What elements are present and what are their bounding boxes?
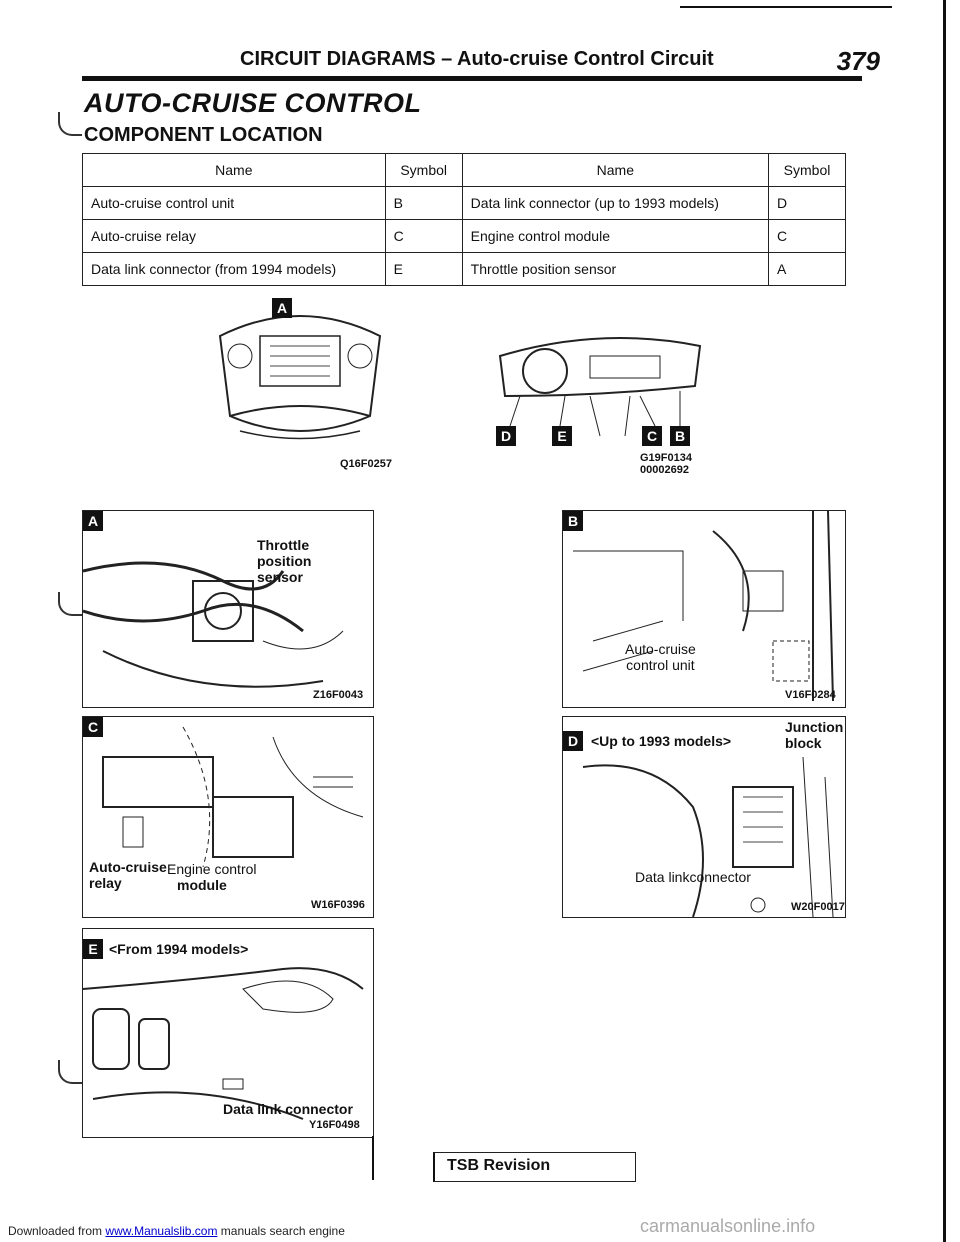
table-cell: C [768,219,846,253]
dashboard-drawing [498,337,702,437]
label-line: Auto-cruise [89,859,167,875]
figure-a-throttle-position-sensor: A Throttle position sensor Z16F0043 [82,510,374,708]
label-line: block [785,735,822,751]
from-1994-models-title: <From 1994 models> [109,941,249,957]
table-header: Symbol [384,153,463,187]
margin-mark-icon [58,592,82,616]
figure-c-relay-and-ecm: C Auto-cruise relay Engine control modul… [82,716,374,918]
footer: Downloaded from www.Manualslib.com manua… [8,1224,345,1238]
subsection-title: COMPONENT LOCATION [84,124,323,146]
auto-cruise-control-unit-label: Auto-cruise control unit [625,641,696,673]
table-header: Name [82,153,386,187]
table-cell: Engine control module [461,219,770,253]
badge-b: B [670,426,690,446]
table-row: Data link connector (from 1994 models) E… [82,252,846,286]
label-line: Throttle [257,537,310,553]
up-to-1993-models-title: <Up to 1993 models> [591,733,732,749]
badge-c: C [642,426,662,446]
badge-e: E [552,426,572,446]
table-cell: A [768,252,846,286]
figure-e-data-link-connector-from-1994: E <From 1994 models> Data link connector… [82,928,374,1138]
header-rule [82,76,862,81]
tsb-revision-label: TSB Revision [447,1157,551,1174]
table-header-row: Name Symbol Name Symbol [82,153,846,187]
figure-d-data-link-connector-up-to-1993: D <Up to 1993 models> Junction block Dat… [562,716,846,918]
section-title: AUTO-CRUISE CONTROL [84,88,422,118]
footer-suffix: manuals search engine [220,1224,345,1238]
label-line: position [257,553,312,569]
table-cell: Auto-cruise relay [82,219,386,253]
figure-code: W16F0396 [311,899,365,911]
figure-e-drawing [83,967,364,1120]
table-cell: Data link connector (from 1994 models) [82,252,386,286]
figure-code: G19F0134 [640,452,692,464]
figure-a-drawing [83,561,344,688]
tsb-divider [372,1136,374,1180]
figure-badge: A [83,511,103,531]
badge-d: D [496,426,516,446]
engine-bay-illustration: A Q16F0257 [200,296,400,476]
table-row: Auto-cruise control unit B Data link con… [82,186,846,220]
header-title: CIRCUIT DIAGRAMS – Auto-cruise Control C… [240,48,714,70]
dashboard-illustration: D E C B G19F0134 00002692 [490,326,710,486]
figure-c-drawing [102,726,364,868]
data-link-connector-label: Data linkconnector [635,869,751,885]
figure-badge: C [83,717,103,737]
table-header: Symbol [768,153,846,187]
table-cell: C [384,219,463,253]
table-cell: E [384,252,463,286]
label-line: sensor [257,569,303,585]
figure-b-drawing [573,511,834,702]
page-number: 379 [836,46,880,76]
table-cell: Throttle position sensor [461,252,770,286]
engine-control-module-label: Engine control module [167,861,257,893]
watermark: carmanualsonline.info [640,1216,816,1236]
table-cell: Data link connector (up to 1993 models) [461,186,770,220]
table-cell: D [768,186,846,220]
tsb-revision-box: TSB Revision [433,1152,636,1182]
footer-prefix: Downloaded from [8,1224,103,1238]
figure-d-drawing [582,756,834,917]
margin-mark-icon [58,1060,82,1084]
engine-bay-drawing [218,315,382,440]
figure-code: V16F0284 [785,689,836,701]
table-cell: Auto-cruise control unit [82,186,386,220]
label-line: control unit [626,657,695,673]
table-row: Auto-cruise relay C Engine control modul… [82,219,846,253]
figure-b-auto-cruise-control-unit: B Auto-cruise control unit V16F0284 [562,510,846,708]
label-line: module [177,877,227,893]
label-line: Auto-cruise [625,641,696,657]
label-line: relay [89,875,122,891]
figure-badge: B [563,511,583,531]
margin-mark-icon [58,112,82,136]
figure-code: Z16F0043 [313,689,364,701]
table-cell: B [384,186,463,220]
figure-code: 00002692 [640,464,689,476]
figure-badge: E [83,939,103,959]
auto-cruise-relay-label: Auto-cruise relay [89,859,167,891]
table-header: Name [461,153,770,187]
figure-code: W20F0017 [791,901,845,913]
junction-block-label: Junction block [785,719,843,751]
binding-rule [943,0,946,1242]
data-link-connector-label: Data link connector [223,1101,353,1117]
page-header: CIRCUIT DIAGRAMS – Auto-cruise Control C… [110,46,880,80]
label-line: Junction [785,719,844,735]
figure-code: Y16F0498 [309,1119,360,1131]
badge-a: A [272,298,292,318]
figure-code: Q16F0257 [340,458,392,470]
top-rule [680,6,892,8]
label-line: Engine control [167,861,257,877]
component-location-table: Name Symbol Name Symbol Auto-cruise cont… [82,153,846,286]
throttle-position-sensor-label: Throttle position sensor [257,537,311,585]
manualslib-link[interactable]: www.Manualslib.com [105,1224,218,1238]
figure-badge: D [563,731,583,751]
